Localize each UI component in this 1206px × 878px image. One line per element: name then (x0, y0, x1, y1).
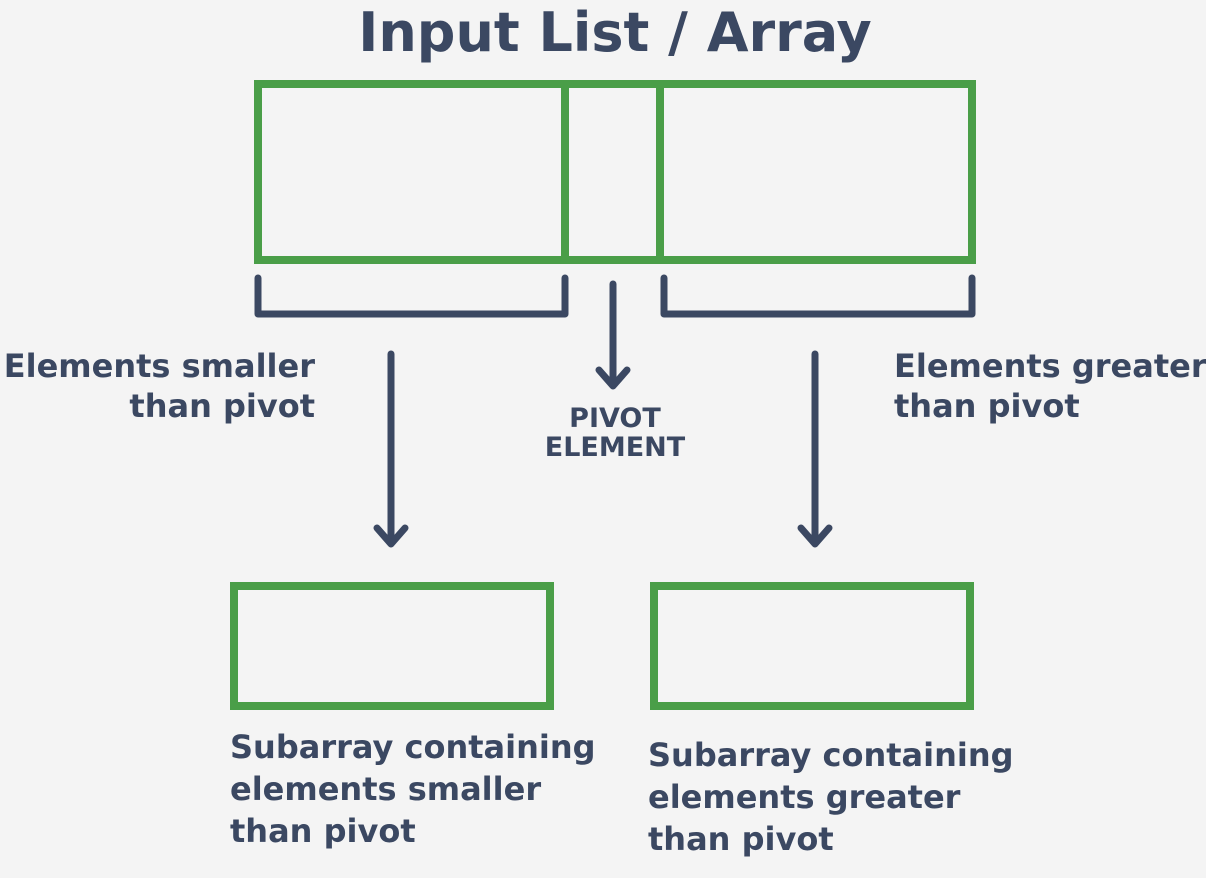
right-group-label: Elements greater than pivot (894, 346, 1206, 426)
right-group-label-line-2: than pivot (894, 387, 1080, 425)
pivot-label-line-2: ELEMENT (544, 432, 686, 463)
right-subarray-label-line-2: elements greater (648, 778, 961, 816)
pivot-label-line-1: PIVOT (569, 403, 661, 434)
left-group-label-line-2: than pivot (129, 387, 315, 425)
right-subarray-label-line-1: Subarray containing (648, 736, 1014, 774)
right-subarray-box (650, 582, 974, 710)
right-bracket (660, 274, 976, 318)
input-array-box (254, 80, 976, 264)
right-arrow-head (797, 524, 833, 548)
left-group-label: Elements smaller than pivot (4, 346, 315, 426)
pivot-arrow-head (595, 366, 631, 390)
pivot-right-divider (656, 80, 664, 264)
left-subarray-label-line-2: elements smaller (230, 770, 542, 808)
left-subarray-box (230, 582, 554, 710)
right-subarray-label-line-3: than pivot (648, 820, 834, 858)
left-subarray-label: Subarray containing elements smaller tha… (230, 726, 596, 852)
left-bracket (254, 274, 569, 318)
pivot-element-label: PIVOT ELEMENT (540, 404, 690, 462)
diagram-title: Input List / Array (358, 1, 872, 64)
pivot-left-divider (561, 80, 569, 264)
right-subarray-label: Subarray containing elements greater tha… (648, 734, 1014, 860)
left-group-label-line-1: Elements smaller (3, 347, 315, 385)
left-arrow-head (373, 524, 409, 548)
left-subarray-label-line-1: Subarray containing (230, 728, 596, 766)
left-subarray-label-line-3: than pivot (230, 812, 416, 850)
right-group-label-line-1: Elements greater (894, 347, 1206, 385)
